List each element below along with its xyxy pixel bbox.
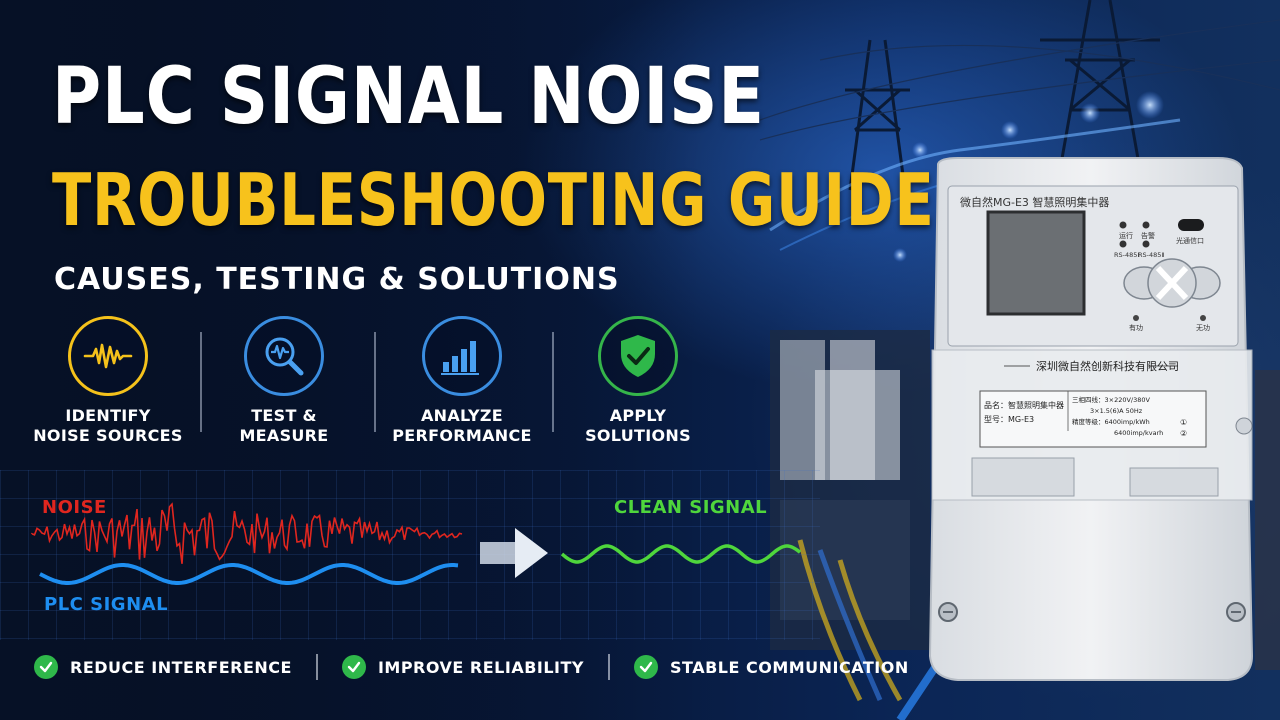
subtitle: CAUSES, TESTING & SOLUTIONS [54, 262, 620, 297]
step-divider [200, 332, 202, 432]
device-image: 微自然MG-E3 智慧照明集中器 运行 告警 RS-485Ⅰ RS-485Ⅱ 光… [928, 157, 1254, 681]
noise-waveform [31, 502, 463, 564]
spec-circle-1: ① [1180, 418, 1187, 427]
arrow-right-icon [480, 528, 548, 578]
shield-check-icon [598, 316, 678, 396]
bar-chart-icon [422, 316, 502, 396]
spec-line-4: 6400imp/kvarh [1114, 429, 1163, 437]
spec-line-1: 三相四线：3×220V/380V [1072, 395, 1151, 404]
step-identify-line1: IDENTIFY [65, 406, 151, 425]
indicator-run-label: 运行 [1119, 231, 1133, 240]
step-divider [374, 332, 376, 432]
clean-signal-label: CLEAN SIGNAL [614, 497, 768, 518]
step-apply: APPLY SOLUTIONS [558, 316, 718, 446]
benefit-stable-communication: STABLE COMMUNICATION [634, 655, 909, 679]
benefit-divider [315, 654, 318, 680]
spec-circle-2: ② [1180, 429, 1187, 438]
step-apply-line2: SOLUTIONS [585, 426, 691, 445]
benefit-text: REDUCE INTERFERENCE [70, 657, 292, 677]
waveform-icon [68, 316, 148, 396]
benefit-text: IMPROVE RELIABILITY [377, 657, 585, 677]
company-name: 深圳微自然创新科技有限公司 [1036, 359, 1179, 373]
title-line-1: PLC SIGNAL NOISE [52, 52, 765, 142]
step-test-line1: TEST & [251, 406, 317, 425]
step-test-line2: MEASURE [239, 426, 329, 445]
benefit-text: STABLE COMMUNICATION [670, 657, 909, 677]
title-line-2: TROUBLESHOOTING GUIDE [52, 158, 935, 242]
product-name-label: 品名：智慧照明集中器 [984, 400, 1064, 410]
step-analyze: ANALYZE PERFORMANCE [382, 316, 542, 446]
indicator-rs485-1-label: RS-485Ⅰ [1114, 251, 1139, 259]
benefit-improve-reliability: IMPROVE RELIABILITY [341, 655, 585, 679]
product-model-label: 型号：MG-E3 [984, 415, 1034, 424]
check-circle-icon [341, 655, 366, 679]
benefits-row: REDUCE INTERFERENCE IMPROVE RELIABILITY … [34, 650, 909, 684]
check-circle-icon [634, 655, 659, 679]
magnifier-waveform-icon [244, 316, 324, 396]
device-model-header: 微自然MG-E3 智慧照明集中器 [960, 195, 1109, 209]
benefit-reduce-interference: REDUCE INTERFERENCE [34, 655, 292, 679]
steps-row: IDENTIFY NOISE SOURCES TEST & MEASURE [28, 316, 788, 456]
benefit-divider [608, 654, 611, 680]
step-identify: IDENTIFY NOISE SOURCES [28, 316, 188, 446]
reactive-power-label: 无功 [1196, 323, 1210, 332]
step-divider [552, 332, 554, 432]
clean-signal-waveform [560, 544, 802, 564]
spec-line-2: 3×1.5(6)A 50Hz [1090, 407, 1143, 415]
optical-port-label: 光通信口 [1176, 236, 1204, 245]
spec-line-3: 精度等级：6400imp/kWh [1072, 417, 1150, 426]
signal-comparison [31, 502, 802, 585]
step-apply-line1: APPLY [609, 406, 667, 425]
step-analyze-line1: ANALYZE [420, 406, 504, 425]
check-circle-icon [34, 655, 58, 679]
step-analyze-line2: PERFORMANCE [392, 426, 532, 445]
step-test: TEST & MEASURE [204, 316, 364, 446]
indicator-rs485-2-label: RS-485Ⅱ [1138, 251, 1165, 259]
step-identify-line2: NOISE SOURCES [33, 426, 183, 445]
noise-label: NOISE [42, 497, 107, 518]
active-power-label: 有功 [1129, 323, 1143, 332]
plc-signal-label: PLC SIGNAL [44, 594, 169, 615]
plc-signal-waveform [39, 563, 459, 585]
indicator-alarm-label: 告警 [1141, 231, 1155, 240]
